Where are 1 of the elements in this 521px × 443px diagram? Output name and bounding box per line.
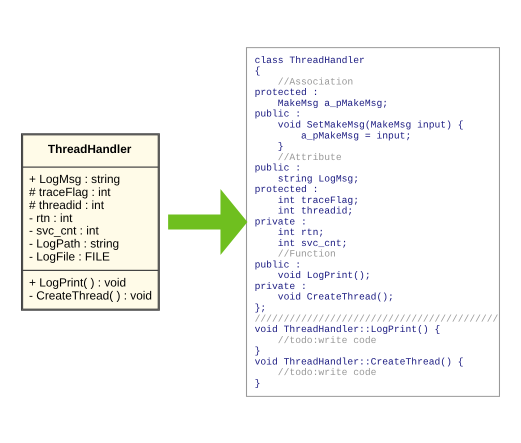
arrow (168, 188, 248, 254)
